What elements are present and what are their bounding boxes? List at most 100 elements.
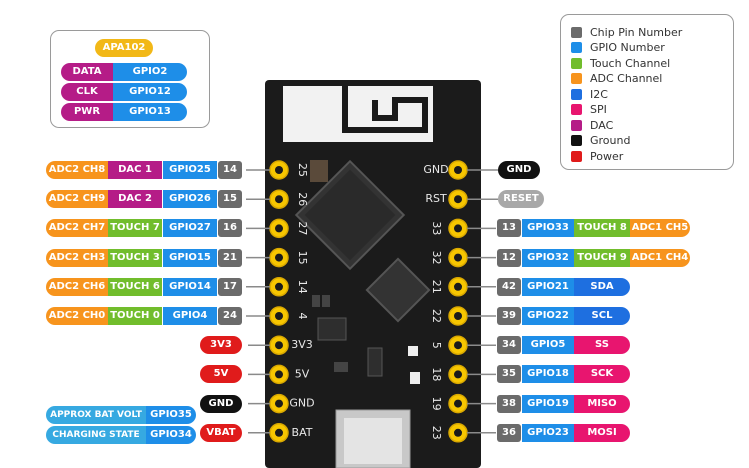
pin-hole bbox=[454, 195, 462, 204]
legend-item: DAC bbox=[571, 118, 613, 132]
battery-gpio-label: GPIO34 bbox=[146, 425, 196, 444]
chip-pin-number: 34 bbox=[497, 336, 521, 355]
gpio-label: GPIO33 bbox=[522, 219, 574, 238]
silkscreen-label: 27 bbox=[296, 221, 309, 235]
gpio-label: GPIO4 bbox=[163, 307, 217, 325]
silkscreen-label: 22 bbox=[430, 309, 443, 323]
pin-hole bbox=[275, 166, 283, 174]
legend-label: ADC Channel bbox=[590, 72, 663, 85]
pin-hole bbox=[454, 341, 462, 350]
legend-item: Power bbox=[571, 149, 623, 163]
secondary-chip bbox=[365, 257, 431, 323]
silkscreen-label: BAT bbox=[292, 426, 313, 439]
pin-hole bbox=[275, 253, 283, 262]
legend-item: Ground bbox=[571, 134, 630, 148]
pin-hole bbox=[275, 282, 283, 291]
pin-hole bbox=[454, 224, 462, 233]
chip-pin-number: 24 bbox=[218, 307, 242, 325]
chip-pin-number: 15 bbox=[218, 190, 242, 209]
adc-label: ADC2 CH9 bbox=[46, 190, 108, 209]
gpio-label: GPIO26 bbox=[163, 190, 217, 209]
silkscreen-label: 23 bbox=[430, 426, 443, 440]
chip-pin-number: 17 bbox=[218, 277, 242, 296]
chip-pin-number: 36 bbox=[497, 423, 521, 442]
touch-label: TOUCH 3 bbox=[108, 248, 162, 267]
touch-label: TOUCH 6 bbox=[108, 277, 162, 296]
silkscreen-label: RST bbox=[425, 192, 447, 205]
silkscreen-label: 25 bbox=[296, 163, 309, 177]
legend-label: Power bbox=[590, 149, 624, 163]
pin-hole bbox=[454, 166, 462, 174]
pin-hole bbox=[275, 370, 283, 379]
pin-hole bbox=[454, 312, 462, 320]
gnd-label: GND bbox=[498, 161, 540, 179]
battery-label: APPROX BAT VOLT bbox=[46, 405, 146, 424]
apa-gpio-label: GPIO2 bbox=[113, 63, 187, 81]
dac-label: DAC 2 bbox=[108, 190, 162, 209]
chip-pin-number: 12 bbox=[497, 248, 521, 267]
legend-swatch bbox=[571, 73, 582, 84]
pin-hole bbox=[454, 428, 462, 437]
silkscreen-label: 14 bbox=[296, 280, 309, 294]
touch-label: TOUCH 9 bbox=[574, 248, 630, 267]
adc-label: ADC2 CH0 bbox=[46, 307, 108, 325]
silkscreen-label: 33 bbox=[430, 221, 443, 235]
apa-gpio-label: GPIO13 bbox=[113, 103, 187, 121]
silkscreen-label: 15 bbox=[296, 251, 309, 265]
gpio-label: GPIO22 bbox=[522, 307, 574, 325]
legend-swatch bbox=[571, 150, 582, 162]
gpio-label: GPIO27 bbox=[163, 219, 217, 238]
chip-pin-number: 39 bbox=[497, 307, 521, 325]
chip-pin-number: 14 bbox=[218, 161, 242, 179]
pin-hole bbox=[275, 312, 283, 320]
pin-hole bbox=[454, 370, 462, 379]
spi-label: SCK bbox=[574, 365, 630, 384]
spi-label: MISO bbox=[574, 394, 630, 413]
legend-item: SPI bbox=[571, 103, 607, 117]
touch-label: TOUCH 8 bbox=[574, 219, 630, 238]
legend-label: I2C bbox=[590, 87, 608, 101]
gnd-label: GND bbox=[200, 394, 242, 413]
silkscreen-label: 26 bbox=[296, 192, 309, 206]
battery-label: CHARGING STATE bbox=[46, 425, 146, 444]
legend-label: Ground bbox=[590, 134, 631, 147]
silkscreen-label: 21 bbox=[430, 280, 443, 294]
spi-label: SS bbox=[574, 336, 630, 355]
i2c-label: SDA bbox=[574, 277, 630, 296]
dac-label: DAC 1 bbox=[108, 161, 162, 179]
legend-swatch bbox=[571, 104, 582, 115]
adc-label: ADC2 CH6 bbox=[46, 277, 108, 296]
silkscreen-label: 5 bbox=[430, 342, 443, 349]
pwr-label: VBAT bbox=[200, 423, 242, 442]
silkscreen-label: 3V3 bbox=[291, 338, 313, 351]
apa-fn-label: CLK bbox=[61, 83, 113, 101]
legend-item: GPIO Number bbox=[571, 41, 665, 55]
silkscreen-label: 5V bbox=[295, 367, 310, 380]
regulator bbox=[317, 317, 347, 341]
legend-label: Touch Channel bbox=[590, 56, 671, 70]
touch-label: TOUCH 0 bbox=[108, 307, 162, 325]
gpio-label: GPIO18 bbox=[522, 365, 574, 384]
adc-label: ADC2 CH8 bbox=[46, 161, 108, 179]
gpio-label: GPIO32 bbox=[522, 248, 574, 267]
pin-hole bbox=[454, 399, 462, 408]
silkscreen-label: 18 bbox=[430, 367, 443, 381]
legend-swatch bbox=[571, 88, 582, 100]
chip-pin-number: 21 bbox=[218, 248, 242, 267]
spi-label: MOSI bbox=[574, 423, 630, 442]
adc-label: ADC2 CH3 bbox=[46, 248, 108, 267]
touch-label: TOUCH 7 bbox=[108, 219, 162, 238]
legend-swatch bbox=[571, 42, 582, 53]
crystal bbox=[310, 160, 328, 182]
chip-pin-number: 38 bbox=[497, 394, 521, 413]
legend-item: Touch Channel bbox=[571, 56, 670, 70]
legend-label: DAC bbox=[590, 118, 614, 132]
pin-hole bbox=[275, 195, 283, 204]
pin-hole bbox=[275, 428, 283, 437]
rst-label: RESET bbox=[498, 190, 544, 209]
legend-swatch bbox=[571, 135, 582, 146]
